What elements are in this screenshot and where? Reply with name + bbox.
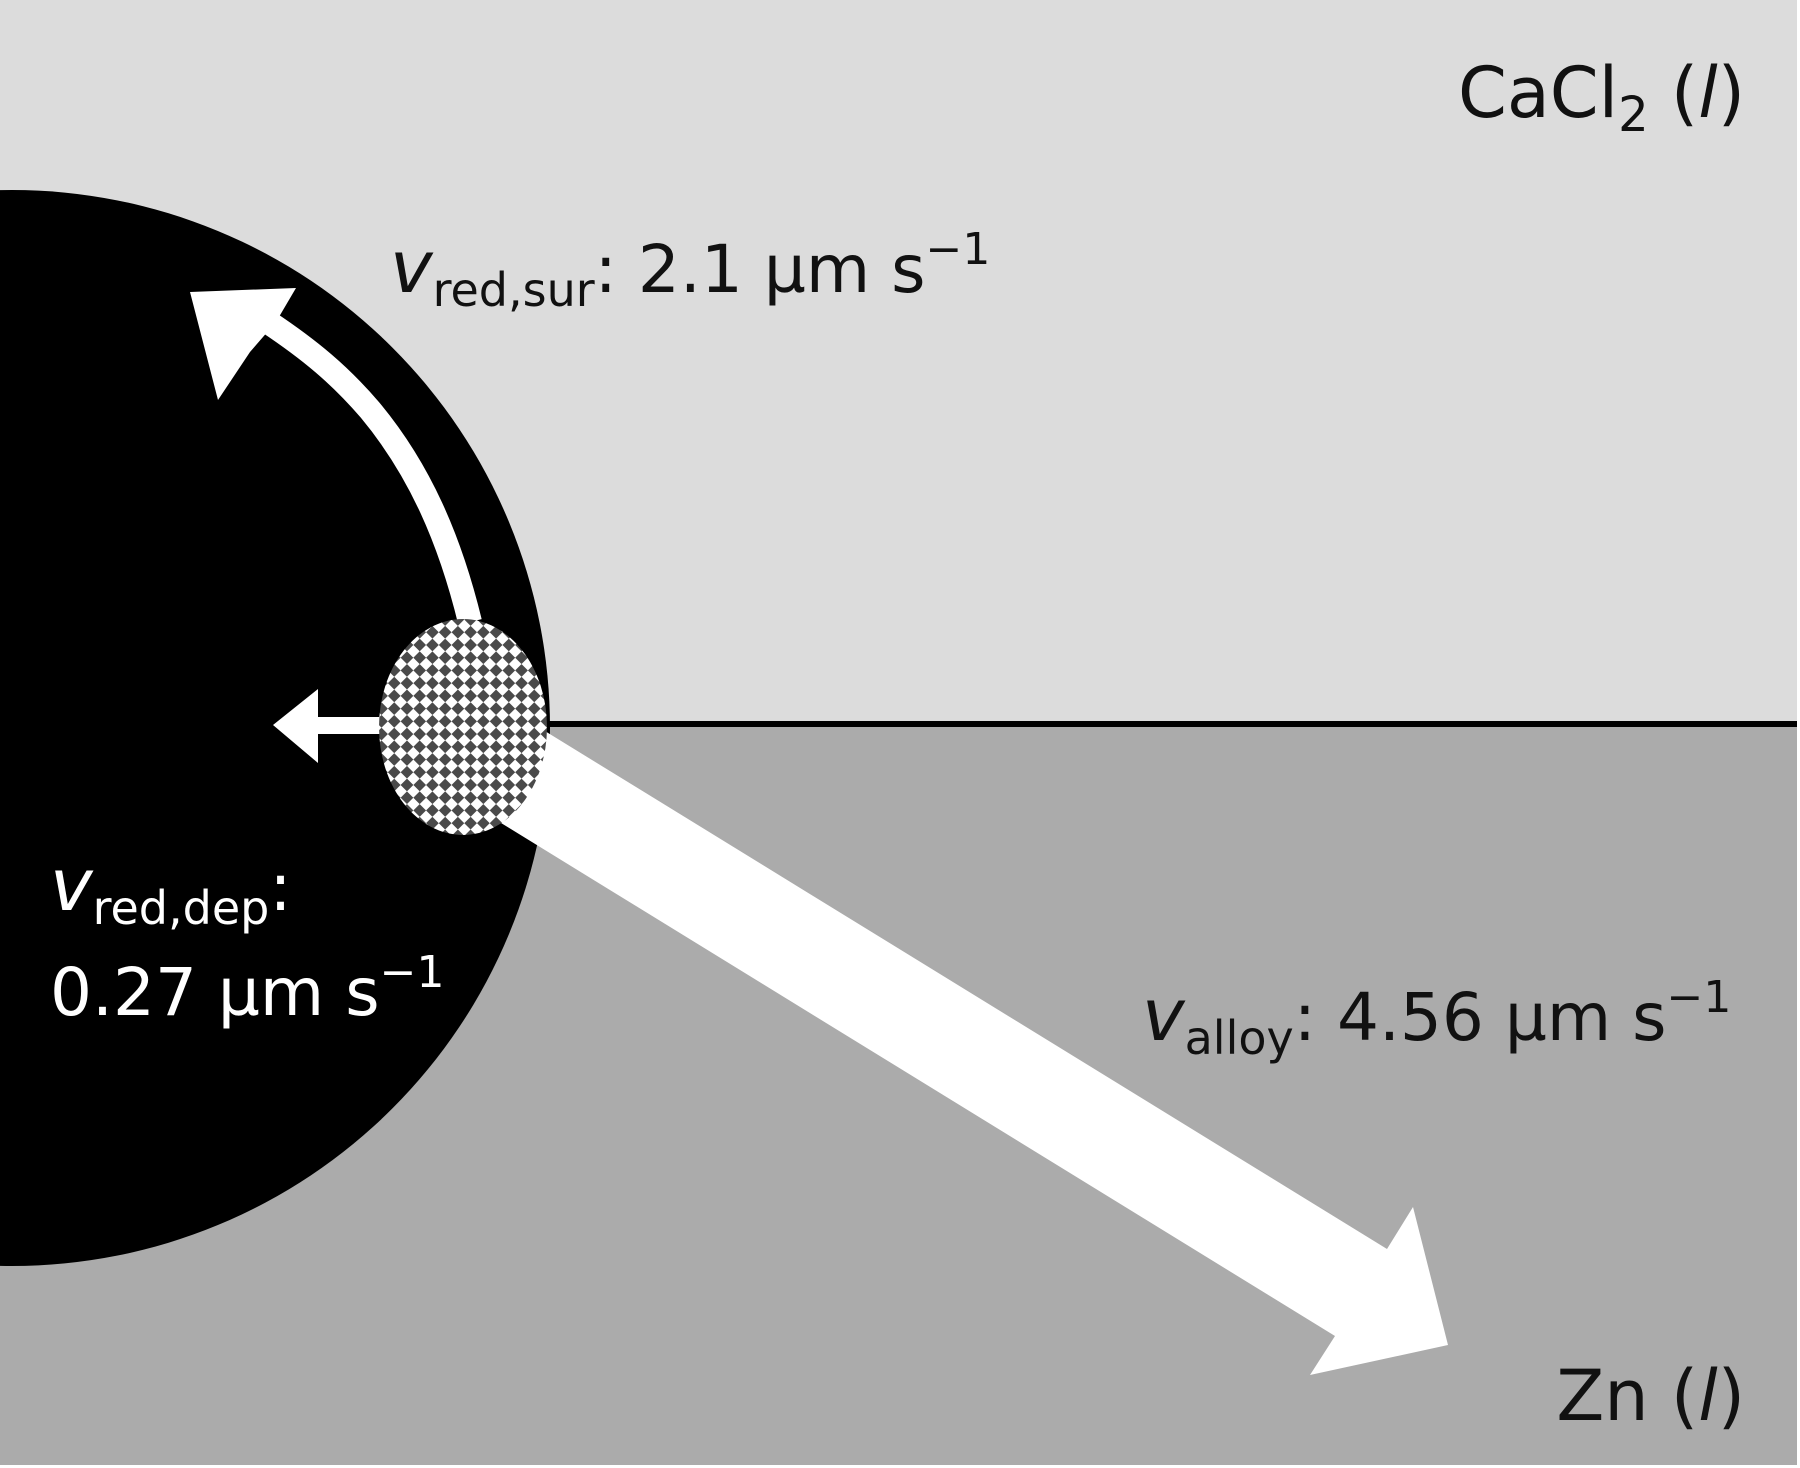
upper-phase-label: CaCl2 (l) bbox=[1458, 52, 1745, 143]
deposition-arrow bbox=[273, 689, 390, 763]
surface-rate-label: vred,sur: 2.1 µm s−1 bbox=[390, 224, 990, 317]
lower-phase-label: Zn (l) bbox=[1556, 1355, 1745, 1437]
alloy-region bbox=[379, 619, 547, 835]
deposit-rate-label-line1: vred,dep: bbox=[50, 843, 292, 935]
interface-line bbox=[540, 721, 1797, 727]
surface-arrow-shaft bbox=[261, 312, 482, 625]
alloy-growth-arrow bbox=[488, 728, 1448, 1375]
alloy-rate-label: valloy: 4.56 µm s−1 bbox=[1142, 972, 1731, 1065]
surface-arrow-head bbox=[190, 288, 296, 400]
deposit-rate-label-line2: 0.27 µm s−1 bbox=[50, 947, 444, 1031]
